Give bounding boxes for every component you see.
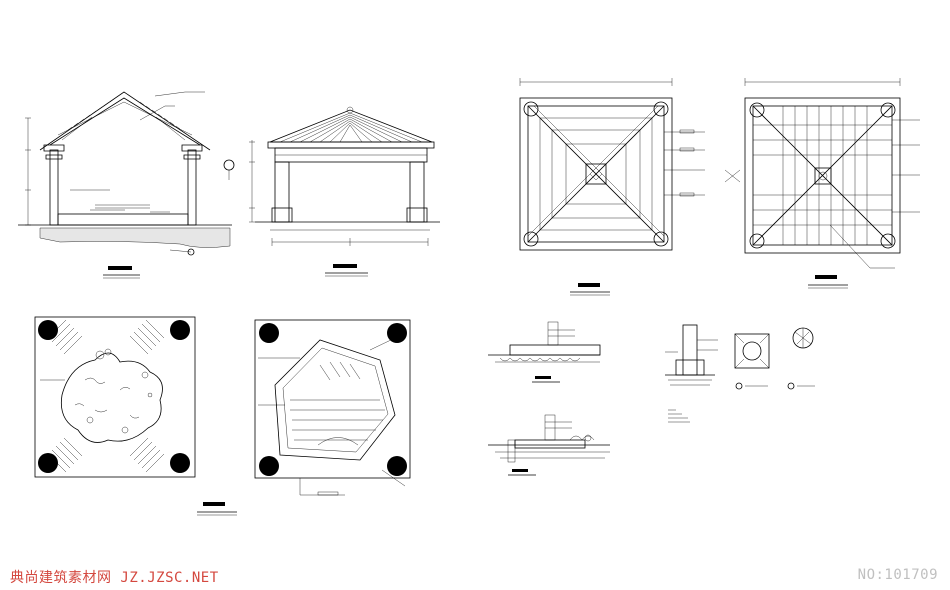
path-section-2 (488, 414, 610, 476)
roof-plan (519, 78, 705, 296)
column-details (665, 324, 815, 423)
pavilion-section (18, 91, 235, 279)
planting-plan (34, 316, 196, 478)
paving-title (197, 502, 237, 516)
paving-plan (254, 319, 411, 496)
path-section-1 (488, 321, 601, 383)
framing-plan (724, 78, 920, 289)
pavilion-elevation (249, 106, 440, 277)
watermark-number-label: NO:101709 (857, 567, 938, 583)
watermark-site-label: 典尚建筑素材网 JZ.JZSC.NET (10, 570, 219, 586)
watermark-band (0, 563, 950, 590)
